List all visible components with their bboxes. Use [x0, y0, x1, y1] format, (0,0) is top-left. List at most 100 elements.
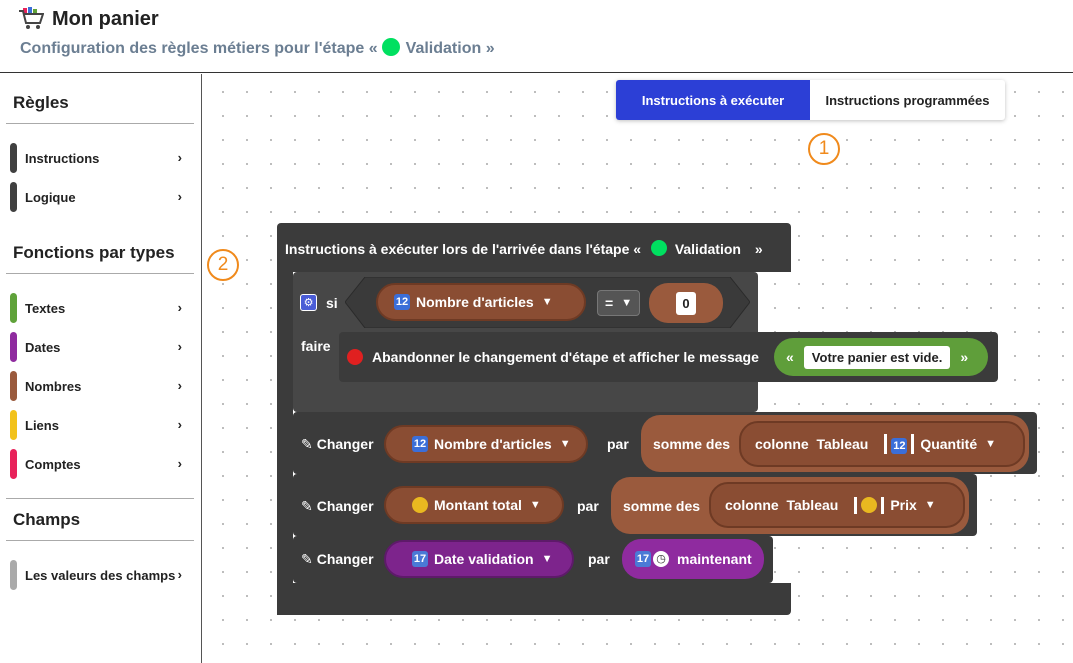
- category-color-bar: [10, 560, 17, 590]
- caret-down-icon[interactable]: ▼: [924, 499, 936, 511]
- message-field[interactable]: Votre panier est vide.: [803, 345, 951, 369]
- number-type-icon: 12: [891, 438, 908, 454]
- variable-dropdown-montant[interactable]: Montant total ▼: [384, 486, 564, 524]
- status-dot-icon: [381, 38, 400, 56]
- column-label: colonne: [725, 497, 779, 513]
- variable-name: Date validation: [434, 551, 534, 567]
- caret-down-icon: ▼: [541, 553, 553, 565]
- divider: [6, 540, 194, 541]
- column-block[interactable]: colonne Tableau Prix ▼: [709, 482, 965, 528]
- column-block[interactable]: colonne Tableau 12 Quantité▼: [739, 421, 1025, 467]
- sidebar-item-label: Nombres: [25, 379, 82, 394]
- sidebar-item-textes[interactable]: Textes ›: [10, 293, 188, 323]
- category-color-bar: [10, 410, 17, 440]
- sidebar-item-liens[interactable]: Liens ›: [10, 410, 188, 440]
- event-header-text: Instructions à exécuter lors de l'arrivé…: [285, 241, 642, 257]
- sidebar-item-comptes[interactable]: Comptes ›: [10, 449, 188, 479]
- chevron-right-icon: ›: [177, 300, 182, 315]
- category-color-bar: [10, 293, 17, 323]
- operator-dropdown[interactable]: =▼: [597, 290, 640, 316]
- status-dot-icon: [650, 240, 667, 256]
- section-title-regles: Règles: [13, 93, 69, 112]
- chevron-right-icon: ›: [177, 189, 182, 204]
- section-title-champs: Champs: [13, 510, 81, 529]
- shopping-cart-icon: [19, 7, 44, 29]
- number-field[interactable]: 0: [676, 291, 696, 315]
- text-block[interactable]: « Votre panier est vide. »: [774, 338, 988, 376]
- field-name: Prix: [890, 497, 917, 513]
- quote-open: «: [786, 349, 794, 365]
- chevron-right-icon: ›: [177, 339, 182, 354]
- event-step-name: Validation: [674, 241, 741, 257]
- sidebar-item-label: Comptes: [25, 457, 81, 472]
- pencil-icon: ✎: [301, 551, 313, 567]
- variable-name: Montant total: [434, 497, 522, 513]
- by-label: par: [588, 551, 610, 567]
- callout-marker-2: 2: [207, 249, 239, 281]
- change-label: Changer: [316, 551, 374, 567]
- caret-down-icon: ▼: [621, 297, 633, 309]
- variable-name: Nombre d'articles: [416, 294, 534, 310]
- variable-dropdown-articles[interactable]: 12 Nombre d'articles ▼: [384, 425, 588, 463]
- now-label: maintenant: [677, 551, 752, 567]
- sidebar-item-label: Instructions: [25, 151, 100, 166]
- divider: [6, 273, 194, 274]
- divider: [6, 498, 194, 499]
- page-title: Mon panier: [52, 8, 159, 30]
- sidebar-item-nombres[interactable]: Nombres ›: [10, 371, 188, 401]
- subtitle-suffix: »: [485, 40, 495, 57]
- chevron-right-icon: ›: [177, 456, 182, 471]
- tab-instructions-executer[interactable]: Instructions à exécuter: [616, 80, 810, 120]
- table-label: Tableau: [786, 497, 839, 513]
- subtitle-step: Validation: [405, 40, 482, 57]
- calendar-icon: 17: [635, 551, 651, 567]
- sidebar-item-label: Logique: [25, 190, 76, 205]
- sidebar-item-label: Les valeurs des champs: [25, 568, 176, 583]
- event-block-footer: [277, 583, 791, 615]
- section-title-fonctions: Fonctions par types: [13, 243, 175, 262]
- tab-instructions-programmees[interactable]: Instructions programmées: [825, 92, 990, 108]
- category-color-bar: [10, 371, 17, 401]
- divider: [6, 123, 194, 124]
- event-header-suffix: »: [754, 241, 763, 257]
- caret-down-icon: ▼: [559, 438, 571, 450]
- pencil-icon: ✎: [301, 498, 313, 514]
- sidebar-item-valeurs-champs[interactable]: Les valeurs des champs ›: [10, 560, 188, 590]
- sum-label: somme des: [653, 435, 731, 452]
- category-color-bar: [10, 182, 17, 212]
- subtitle-prefix: Configuration des règles métiers pour l'…: [20, 40, 378, 57]
- caret-down-icon[interactable]: ▼: [985, 438, 996, 450]
- field-name: Quantité: [920, 436, 978, 452]
- sidebar-item-label: Liens: [25, 418, 59, 433]
- sum-label: somme des: [623, 497, 701, 514]
- change-label: Changer: [316, 498, 374, 514]
- event-block-header[interactable]: Instructions à exécuter lors de l'arrivé…: [277, 223, 791, 272]
- sidebar-item-dates[interactable]: Dates ›: [10, 332, 188, 362]
- stop-icon: [347, 349, 363, 365]
- caret-down-icon: ▼: [529, 499, 541, 511]
- chevron-right-icon: ›: [177, 378, 182, 393]
- now-block[interactable]: 17◷ maintenant: [622, 539, 764, 579]
- column-label: colonne: [755, 436, 809, 452]
- sidebar-item-logique[interactable]: Logique ›: [10, 182, 188, 212]
- pencil-icon: ✎: [301, 436, 313, 452]
- event-block-spine: [277, 272, 293, 615]
- change-label: Changer: [316, 436, 374, 452]
- chevron-right-icon: ›: [177, 567, 182, 582]
- number-block[interactable]: 0: [649, 283, 723, 323]
- gear-icon[interactable]: ⚙: [300, 294, 317, 311]
- number-type-icon: 12: [412, 436, 428, 452]
- variable-dropdown-date[interactable]: 17 Date validation ▼: [384, 540, 574, 578]
- toolbox-sidebar: Règles Instructions › Logique › Fonction…: [0, 74, 202, 663]
- page-header: Mon panier Configuration des règles méti…: [0, 0, 1073, 73]
- coin-icon: [861, 496, 878, 513]
- by-label: par: [577, 498, 599, 514]
- chevron-right-icon: ›: [177, 417, 182, 432]
- variable-name: Nombre d'articles: [434, 436, 552, 452]
- chevron-right-icon: ›: [177, 150, 182, 165]
- clock-icon: ◷: [653, 551, 669, 567]
- sidebar-item-instructions[interactable]: Instructions ›: [10, 143, 188, 173]
- calendar-icon: 17: [412, 551, 428, 567]
- if-label: si: [326, 295, 338, 311]
